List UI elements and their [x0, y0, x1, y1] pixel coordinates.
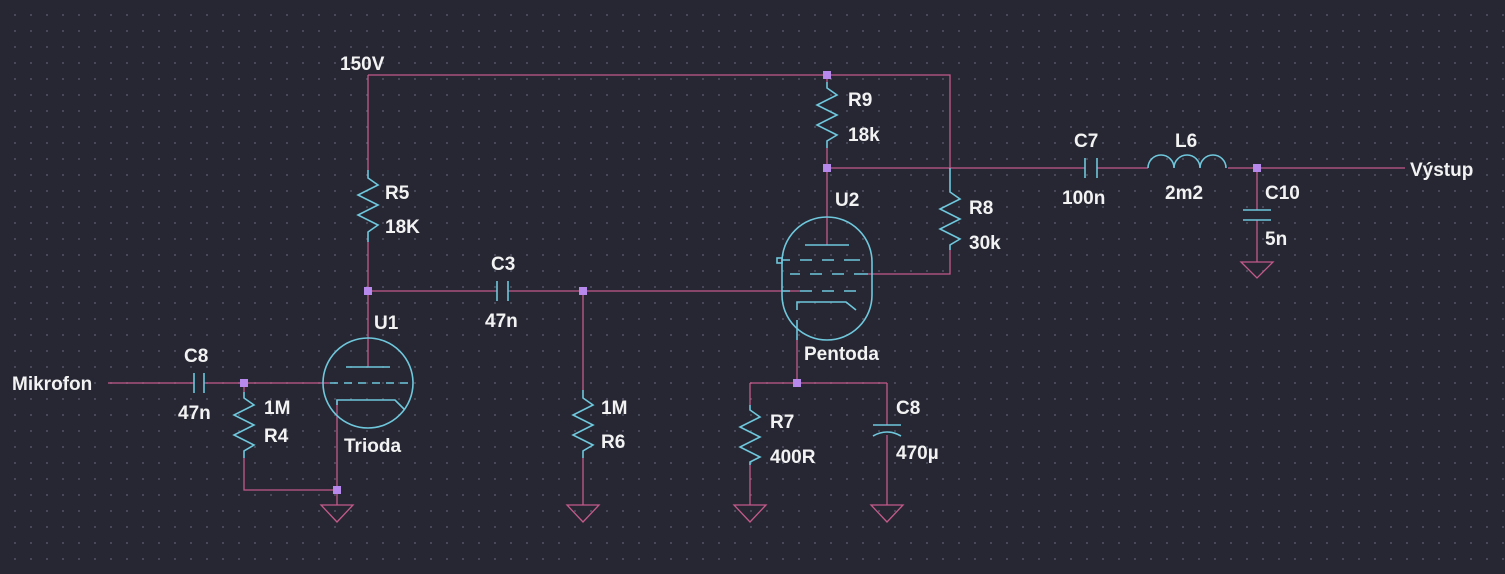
value-l6: 2m2: [1165, 183, 1203, 204]
value-u2: Pentoda: [804, 344, 879, 365]
wire-r8-bottom[interactable]: [868, 250, 951, 275]
resistor-r9[interactable]: [815, 82, 839, 148]
pentode-u2[interactable]: [776, 216, 873, 341]
junction-dot: [240, 379, 248, 387]
capacitor-c10[interactable]: [1243, 209, 1271, 221]
value-u1: Trioda: [344, 436, 401, 457]
value-r6: 1M: [601, 398, 627, 419]
resistor-r8[interactable]: [938, 168, 962, 250]
junction-dot: [1253, 164, 1261, 172]
ref-c3: C3: [491, 254, 515, 275]
grounds: [319, 261, 1275, 523]
ref-c10: C10: [1265, 183, 1300, 204]
ref-c7: C7: [1074, 131, 1098, 152]
junction-dot: [793, 379, 801, 387]
capacitor-c8-cathode[interactable]: [872, 424, 902, 437]
resistor-r4[interactable]: [232, 392, 256, 458]
value-r8: 30k: [969, 233, 1001, 254]
value-r9: 18k: [848, 125, 880, 146]
net-label-supply: 150V: [340, 54, 385, 75]
net-label-input: Mikrofon: [12, 374, 92, 395]
ground-symbol[interactable]: [869, 504, 905, 523]
junction-dot: [579, 287, 587, 295]
junction-dot: [333, 486, 341, 494]
junction-dot: [823, 164, 831, 172]
ref-u1: U1: [374, 313, 399, 334]
resistor-r6[interactable]: [571, 390, 595, 458]
ref-r7: R7: [770, 412, 794, 433]
junction-dot: [823, 71, 831, 79]
inductor-l6[interactable]: [1147, 154, 1227, 169]
capacitor-c3[interactable]: [496, 281, 509, 301]
ref-u2: U2: [835, 190, 859, 211]
value-c8-cathode: 470µ: [896, 443, 939, 464]
triode-u1[interactable]: [322, 337, 414, 429]
junctions: [240, 71, 1261, 494]
ref-r8: R8: [969, 198, 993, 219]
value-c3: 47n: [485, 311, 518, 332]
ref-r4: R4: [264, 426, 289, 447]
resistor-r7[interactable]: [738, 405, 762, 465]
value-r5: 18K: [385, 217, 420, 238]
value-c8-input: 47n: [178, 403, 211, 424]
ref-c8-cathode: C8: [896, 398, 920, 419]
labels: 150V Mikrofon Výstup C8 47n 1M R4 U1 Tri…: [12, 54, 1473, 468]
net-label-output: Výstup: [1410, 160, 1473, 181]
value-c10: 5n: [1265, 229, 1287, 250]
capacitor-c8-input[interactable]: [193, 373, 205, 393]
wire-r4-bottom[interactable]: [243, 458, 337, 491]
resistor-r5[interactable]: [356, 170, 380, 242]
ground-symbol[interactable]: [565, 504, 601, 523]
value-r4: 1M: [264, 398, 290, 419]
capacitor-c7[interactable]: [1084, 158, 1098, 178]
wire-supply-rail[interactable]: [368, 74, 951, 168]
ref-r6: R6: [601, 432, 625, 453]
ground-symbol[interactable]: [319, 504, 355, 523]
ref-c8-input: C8: [184, 346, 208, 367]
ref-l6: L6: [1175, 131, 1197, 152]
ref-r9: R9: [848, 90, 872, 111]
value-r7: 400R: [770, 447, 816, 468]
value-c7: 100n: [1062, 188, 1105, 209]
wires: [108, 74, 1405, 505]
junction-dot: [364, 287, 372, 295]
ground-symbol[interactable]: [1239, 261, 1275, 279]
ground-symbol[interactable]: [732, 504, 768, 523]
ref-r5: R5: [385, 183, 410, 204]
